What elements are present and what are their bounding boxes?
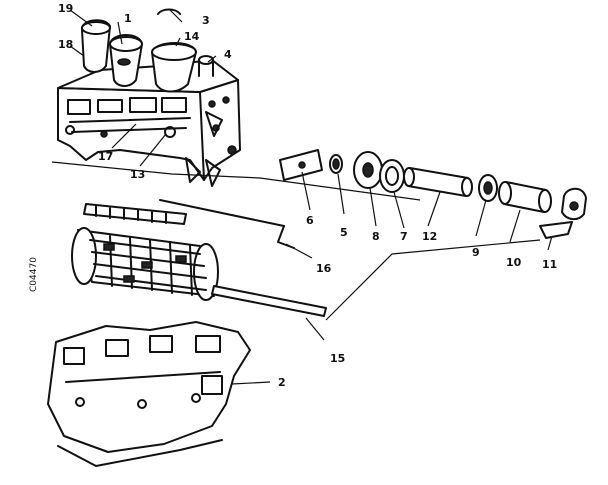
small-post (198, 55, 214, 77)
callout-3: 3 (202, 14, 210, 27)
callout-18: 18 (58, 38, 73, 51)
large-disc (353, 151, 383, 189)
center-cup (109, 34, 143, 87)
plate-part (279, 149, 323, 181)
callout-11: 11 (542, 258, 557, 271)
housing-assembly (57, 59, 241, 187)
callout-7: 7 (400, 230, 408, 243)
sleeve-part (498, 181, 552, 213)
cam-drum (71, 227, 219, 301)
callout-12: 12 (422, 230, 437, 243)
end-cap (561, 187, 587, 220)
wire-link (159, 199, 295, 249)
leader-lines (51, 9, 553, 385)
left-cup (81, 19, 111, 73)
bracket-part (539, 221, 573, 239)
callout-2: 2 (278, 376, 286, 389)
reference-number: C04470 (29, 257, 39, 292)
callout-14: 14 (184, 30, 200, 43)
callout-6: 6 (306, 214, 314, 227)
callout-1: 1 (124, 12, 132, 25)
contact-strip (83, 203, 187, 225)
callout-16: 16 (316, 262, 332, 275)
callout-8: 8 (372, 230, 380, 243)
callout-9: 9 (472, 246, 480, 259)
callout-17: 17 (98, 150, 113, 163)
callout-labels: 19 1 3 14 4 18 17 13 6 5 8 7 12 9 10 11 … (29, 2, 557, 389)
callout-15: 15 (330, 352, 345, 365)
small-washer (329, 154, 343, 174)
callout-5: 5 (340, 226, 348, 239)
callout-13: 13 (130, 168, 145, 181)
callout-4: 4 (224, 48, 232, 61)
callout-10: 10 (506, 256, 522, 269)
tube-part (403, 167, 473, 197)
clip-part (157, 8, 181, 15)
right-cup (151, 42, 197, 93)
mounting-plate (47, 321, 251, 467)
gear-washer (478, 174, 498, 202)
drive-shaft (211, 285, 327, 317)
callout-19: 19 (58, 2, 73, 15)
ring-part (379, 159, 405, 193)
